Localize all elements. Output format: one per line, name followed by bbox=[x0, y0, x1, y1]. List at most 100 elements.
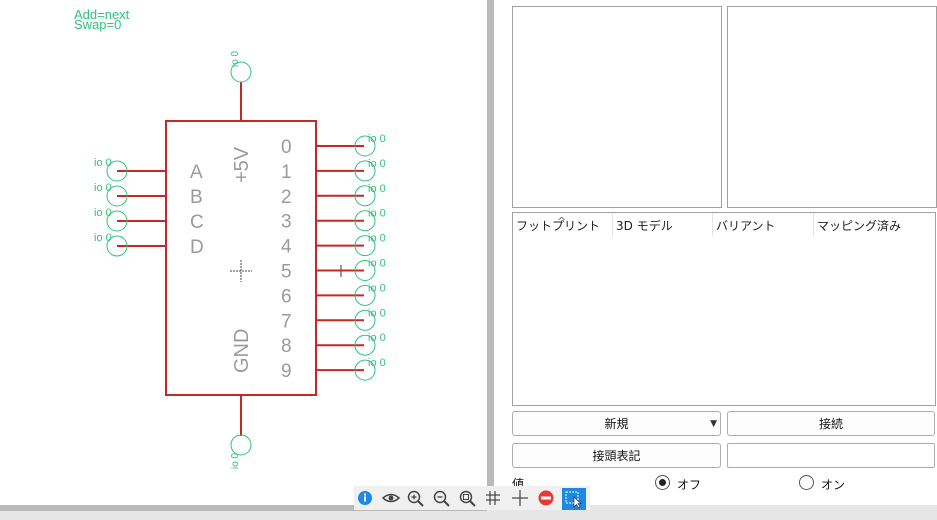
pin-io-label: io 0 bbox=[368, 233, 386, 245]
pin-name-label: 1 bbox=[281, 162, 292, 183]
canvas-toolbar bbox=[354, 486, 590, 510]
output-pin-4[interactable]: io 0 4 bbox=[281, 233, 386, 258]
canvas-horizontal-scrollbar[interactable] bbox=[0, 505, 487, 511]
info-icon[interactable] bbox=[354, 488, 376, 508]
column-header-3d-model[interactable]: 3D モデル bbox=[613, 213, 713, 237]
output-pin-0[interactable]: io 0 0 bbox=[281, 133, 386, 158]
zoom-in-icon[interactable] bbox=[405, 488, 427, 508]
pin-io-label: io 0 bbox=[368, 208, 386, 220]
radio-selected-dot bbox=[659, 479, 666, 486]
value-off-radio[interactable] bbox=[655, 475, 670, 490]
pin-io-label: io 0 bbox=[368, 183, 386, 195]
pin-connector[interactable] bbox=[354, 359, 376, 381]
pin-connector[interactable] bbox=[354, 185, 376, 207]
crosshair-icon[interactable] bbox=[509, 488, 531, 508]
output-pin-2[interactable]: io 0 2 bbox=[281, 183, 386, 208]
pin-name-label: 9 bbox=[281, 361, 292, 382]
power-io-label: io 0 bbox=[230, 50, 241, 67]
footprint-preview-pane bbox=[727, 6, 937, 208]
output-pin-3[interactable]: io 0 3 bbox=[281, 208, 386, 233]
pin-io-label: io 0 bbox=[368, 282, 386, 294]
pin-io-label: io 0 bbox=[368, 133, 386, 145]
pin-connector[interactable] bbox=[106, 235, 128, 257]
pin-io-label: io 0 bbox=[368, 332, 386, 344]
pin-name-label: 3 bbox=[281, 212, 292, 233]
value-off-label: オフ bbox=[677, 478, 702, 492]
output-pin-8[interactable]: io 0 8 bbox=[281, 332, 386, 357]
footprint-table[interactable]: ^ フットプリント 3D モデル バリアント マッピング済み bbox=[512, 212, 936, 406]
grid-icon[interactable] bbox=[483, 488, 505, 508]
pin-connector[interactable] bbox=[354, 334, 376, 356]
pin-connector[interactable] bbox=[354, 284, 376, 306]
pin-io-label: io 0 bbox=[368, 357, 386, 369]
pin-io-label: io 0 bbox=[94, 157, 112, 169]
output-pin-7[interactable]: io 0 7 bbox=[281, 307, 386, 332]
value-on-radio[interactable] bbox=[799, 475, 814, 490]
ground-label: GND bbox=[231, 329, 253, 373]
new-dropdown-button[interactable]: 新規 ▼ bbox=[512, 411, 721, 436]
ground-io-label: io 0 bbox=[230, 452, 241, 469]
output-pin-6[interactable]: io 0 6 bbox=[281, 282, 386, 307]
pin-connector[interactable] bbox=[354, 235, 376, 257]
pin-connector[interactable] bbox=[106, 160, 128, 182]
pin-io-label: io 0 bbox=[368, 158, 386, 170]
input-pin-c[interactable]: io 0 C bbox=[94, 207, 204, 233]
schematic-drawing: Add=next Swap=0 io 0 io 0 +5V GND io 0 Ai… bbox=[74, 7, 386, 469]
zoom-fit-icon[interactable] bbox=[457, 488, 479, 508]
column-header-variant[interactable]: バリアント bbox=[713, 213, 814, 237]
symbol-preview-pane bbox=[512, 6, 722, 208]
cursor-crosshair bbox=[230, 260, 252, 282]
pin-name-label: B bbox=[190, 187, 203, 208]
output-pin-9[interactable]: io 0 9 bbox=[281, 357, 386, 382]
pin-connector[interactable] bbox=[354, 135, 376, 157]
input-pin-b[interactable]: io 0 B bbox=[94, 182, 203, 208]
select-icon[interactable] bbox=[562, 488, 586, 510]
pin-name-label: 6 bbox=[281, 286, 292, 307]
pin-name-label: 4 bbox=[281, 237, 292, 258]
pin-name-label: A bbox=[190, 162, 203, 183]
prefix-field[interactable] bbox=[727, 443, 935, 468]
pin-io-label: io 0 bbox=[94, 232, 112, 244]
input-pin-a[interactable]: io 0 A bbox=[94, 157, 203, 183]
pin-connector[interactable] bbox=[354, 210, 376, 232]
pin-connector[interactable] bbox=[106, 185, 128, 207]
panel-splitter[interactable] bbox=[487, 0, 494, 505]
pin-connector[interactable] bbox=[354, 260, 376, 281]
dropdown-arrow-icon: ▼ bbox=[710, 419, 717, 429]
pin-io-label: io 0 bbox=[368, 258, 386, 270]
pin-connector[interactable] bbox=[354, 160, 376, 182]
column-header-footprint[interactable]: ^ フットプリント bbox=[513, 213, 613, 237]
column-header-mapped[interactable]: マッピング済み bbox=[817, 219, 902, 233]
prefix-button[interactable]: 接頭表記 bbox=[512, 443, 721, 468]
sort-ascending-icon: ^ bbox=[557, 215, 567, 228]
value-on-label: オン bbox=[821, 478, 846, 492]
no-entry-icon[interactable] bbox=[535, 488, 557, 508]
pin-name-label: 2 bbox=[281, 187, 292, 208]
new-dropdown-label: 新規 bbox=[604, 417, 629, 431]
eye-icon[interactable] bbox=[380, 488, 402, 508]
pin-name-label: C bbox=[190, 212, 204, 233]
power-label: +5V bbox=[231, 146, 253, 183]
pin-io-label: io 0 bbox=[94, 182, 112, 194]
input-pin-d[interactable]: io 0 D bbox=[94, 232, 204, 258]
power-pin-connector[interactable] bbox=[230, 61, 252, 83]
attr-swap-text: Swap=0 bbox=[74, 17, 121, 32]
attr-add-text: Add=next bbox=[74, 7, 130, 22]
column-header-footprint-label: フットプリント bbox=[516, 219, 601, 233]
pin-connector[interactable] bbox=[106, 210, 128, 232]
pin-io-label: io 0 bbox=[94, 207, 112, 219]
footprint-table-header: ^ フットプリント 3D モデル バリアント マッピング済み bbox=[513, 213, 935, 237]
pin-name-label: 0 bbox=[281, 137, 292, 158]
connect-button[interactable]: 接続 bbox=[727, 411, 935, 436]
ground-pin-connector[interactable] bbox=[230, 434, 252, 456]
output-pin-1[interactable]: io 0 1 bbox=[281, 158, 386, 183]
pin-name-label: D bbox=[190, 237, 204, 258]
pin-name-label: 5 bbox=[281, 262, 292, 283]
zoom-out-icon[interactable] bbox=[431, 488, 453, 508]
pin-name-label: 8 bbox=[281, 336, 292, 357]
pin-name-label: 7 bbox=[281, 311, 292, 332]
pin-connector[interactable] bbox=[354, 309, 376, 331]
pin-io-label: io 0 bbox=[368, 307, 386, 319]
output-pin-5[interactable]: io 0 5 bbox=[281, 258, 386, 283]
